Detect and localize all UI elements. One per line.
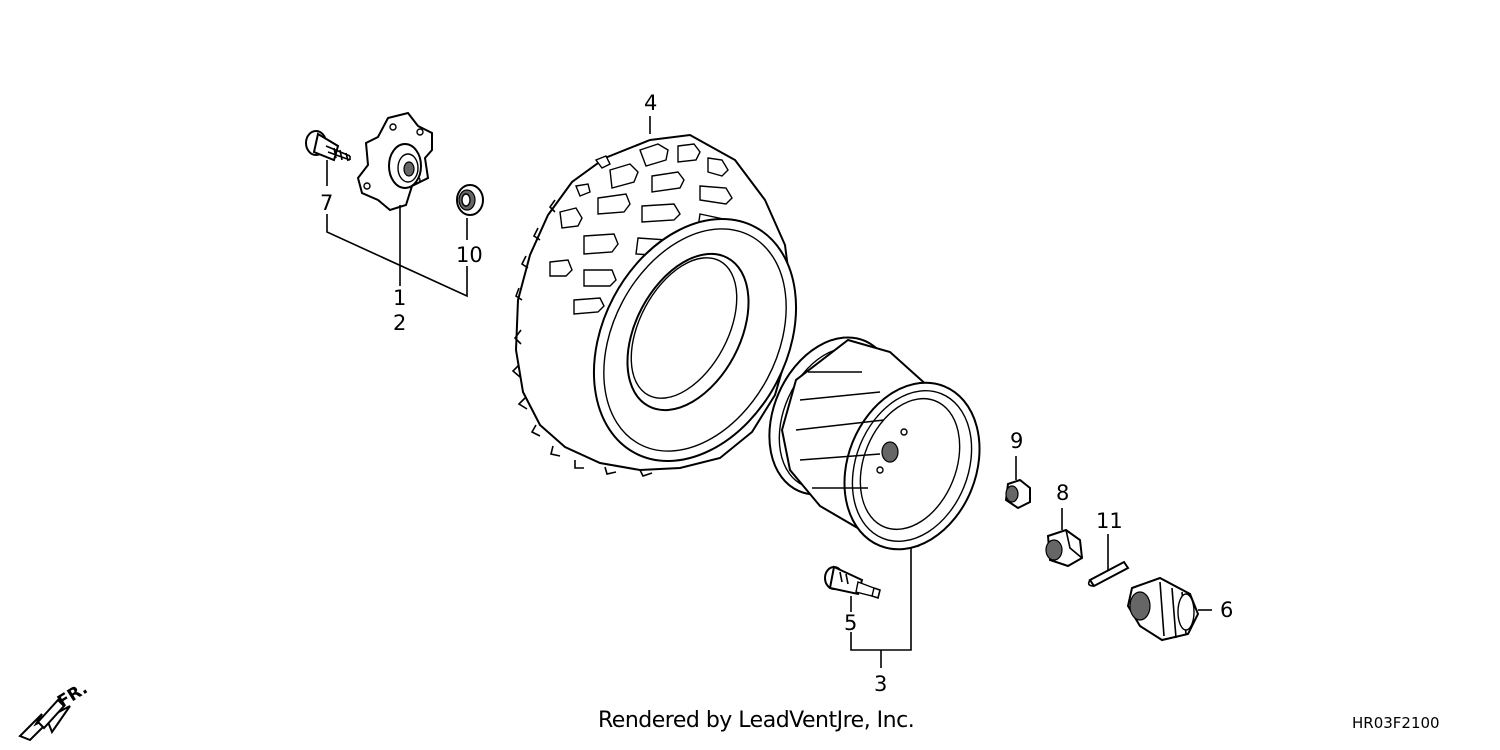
wheel-nut-part[interactable] <box>1045 508 1084 568</box>
valve-stem-part[interactable] <box>824 565 881 600</box>
diagram-code: HR03F2100 <box>1352 714 1440 732</box>
callout-2: 2 <box>393 311 406 335</box>
callout-10: 10 <box>456 243 483 267</box>
cotter-pin-part[interactable] <box>1087 534 1130 588</box>
callout-4: 4 <box>644 91 657 115</box>
hub-seal-part[interactable] <box>456 184 484 216</box>
render-credit: Rendered by LeadVentJre, Inc. <box>598 708 915 733</box>
wheel-hub-part[interactable] <box>356 111 433 212</box>
castle-nut-part[interactable] <box>1126 576 1212 642</box>
callout-1: 1 <box>393 286 406 310</box>
leader-lines-hub <box>326 160 468 298</box>
callout-5: 5 <box>844 611 857 635</box>
hub-bolt-part[interactable] <box>305 130 351 162</box>
callout-3: 3 <box>874 672 887 696</box>
atv-tire-part[interactable] <box>511 116 836 496</box>
wheel-rim-part[interactable] <box>746 317 1004 569</box>
callout-7: 7 <box>320 191 333 215</box>
callout-6: 6 <box>1220 598 1233 622</box>
leader-lines-rim <box>850 548 912 668</box>
callout-11: 11 <box>1096 509 1123 533</box>
cone-washer-part[interactable] <box>1004 456 1031 510</box>
callout-8: 8 <box>1056 481 1069 505</box>
callout-9: 9 <box>1010 429 1023 453</box>
front-direction-arrow: FR. <box>18 679 91 742</box>
